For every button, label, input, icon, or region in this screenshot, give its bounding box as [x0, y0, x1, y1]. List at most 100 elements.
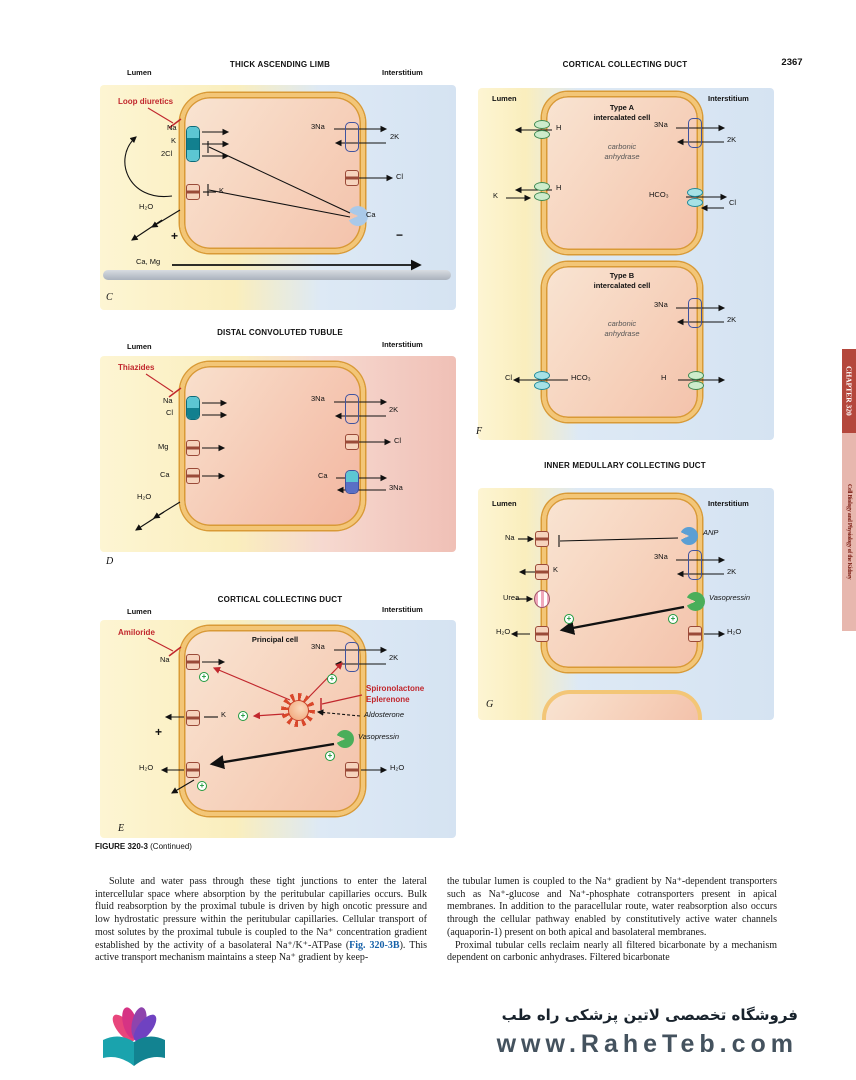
2cl-label: 2Cl: [161, 149, 173, 158]
mineralocorticoid-receptor-icon: [281, 693, 315, 727]
urea-label: Urea: [503, 593, 520, 602]
type-a-label-line1: Type A: [609, 103, 635, 112]
carbonic-anhydrase-a-line2: anhydrase: [604, 152, 640, 161]
lumen-label: Lumen: [127, 607, 152, 616]
h2o-left-label: H₂O: [496, 627, 511, 636]
ca-mg-label: Ca, Mg: [136, 257, 161, 266]
2k-label: 2K: [727, 315, 737, 324]
3na-label: 3Na: [311, 642, 325, 651]
3na-label: 3Na: [654, 552, 668, 561]
h-mid-label: H: [556, 183, 562, 192]
aldosterone-label: Aldosterone: [364, 710, 405, 719]
na-label: Na: [167, 123, 177, 132]
interstitium-charge-minus: −: [396, 228, 404, 242]
type-b-label-line1: Type B: [609, 271, 635, 280]
enac-channel-icon: [535, 531, 549, 547]
2k-label: 2K: [390, 132, 400, 141]
body-text-left-column: Solute and water pass through these tigh…: [95, 876, 427, 965]
plus-icon: [325, 751, 335, 761]
type-b-intercalated-cell: [542, 262, 702, 422]
type-a-intercalated-cell: [542, 92, 702, 254]
hco3-label: HCO₃: [649, 190, 669, 199]
lumen-label: Lumen: [127, 342, 152, 351]
h-top-label: H: [556, 123, 562, 132]
h2o-label: H₂O: [139, 202, 154, 211]
lumen-charge-plus: +: [171, 229, 179, 243]
na-label: Na: [163, 396, 173, 405]
interstitium-label: Interstitium: [382, 605, 423, 614]
chapter-title-tab: Cell Biology and Physiology of the Kidne…: [842, 433, 856, 631]
romk-channel-icon: [186, 184, 200, 200]
plus-icon: [197, 781, 207, 791]
page-number: 2367: [781, 57, 803, 68]
panel-letter-e: E: [118, 823, 125, 834]
na-ca-exchanger-icon: [345, 470, 359, 494]
k-label: K: [221, 710, 227, 719]
figure-link[interactable]: Fig. 320-3B: [349, 939, 400, 951]
k-label: K: [553, 565, 559, 574]
dct-cell: [180, 362, 365, 530]
lumen-label: Lumen: [492, 94, 517, 103]
principal-cell: [180, 626, 365, 816]
cl-apical-label: Cl: [166, 408, 174, 417]
figure-caption: FIGURE 320-3 (Continued): [95, 842, 192, 851]
panel-letter-g: G: [486, 699, 494, 710]
cl-channel-icon: [345, 434, 359, 450]
k-channel-icon: [186, 710, 200, 726]
cl-channel-icon: [345, 170, 359, 186]
cl-label: Cl: [729, 198, 737, 207]
carbonic-anhydrase-b-line1: carbonic: [607, 319, 637, 328]
carbonic-anhydrase-a-line1: carbonic: [607, 142, 637, 151]
lumen-label: Lumen: [492, 499, 517, 508]
plus-icon: [668, 614, 678, 624]
interstitium-label: Interstitium: [382, 68, 423, 77]
ca-channel-icon: [186, 468, 200, 484]
cl-lumen-label: Cl: [505, 373, 513, 382]
lumen-charge-plus: +: [155, 725, 163, 739]
na-k-atpase-pump-icon: [688, 298, 702, 328]
h2o-label: H₂O: [137, 492, 152, 501]
footer-url[interactable]: www.RaheTeb.com: [496, 1030, 798, 1058]
h-b-label: H: [661, 373, 667, 382]
h2o-left-label: H₂O: [139, 763, 154, 772]
2k-label: 2K: [727, 135, 737, 144]
enac-channel-icon: [186, 654, 200, 670]
raheteb-logo: [103, 1007, 165, 1066]
adjacent-membrane-band: [103, 270, 451, 280]
urea-transporter-icon: [534, 590, 550, 608]
type-a-label-line2: intercalated cell: [593, 113, 651, 122]
cl-label: Cl: [394, 436, 402, 445]
h-atpase-pump-icon: [534, 120, 550, 139]
body-left-text-end: ). This active transport mechanism maint…: [95, 939, 427, 964]
3na-label: 3Na: [311, 122, 325, 131]
k-label: K: [493, 191, 499, 200]
na-label: Na: [505, 533, 515, 542]
tal-cell: [180, 93, 365, 253]
vasopressin-receptor-icon: [336, 730, 354, 748]
aquaporin-channel-icon: [186, 762, 200, 778]
k-channel-icon: [535, 564, 549, 580]
body-right-paragraph-1: the tubular lumen is coupled to the Na⁺ …: [447, 876, 777, 938]
casr-ca-label: Ca: [366, 210, 376, 219]
aquaporin-channel-icon: [688, 626, 702, 642]
cl-label: Cl: [396, 172, 404, 181]
plus-icon: [564, 614, 574, 624]
ncc-cotransporter-icon: [186, 396, 200, 420]
calcium-sensing-receptor-icon: [348, 206, 368, 226]
figure-caption-continued: (Continued): [147, 842, 192, 851]
panel-letter-f: F: [476, 426, 483, 437]
loop-diuretics-label: Loop diuretics: [118, 97, 174, 106]
h2o-right-label: H₂O: [390, 763, 405, 772]
imcd-cell: [542, 494, 702, 672]
vasopressin-receptor-icon: [686, 592, 705, 611]
ncx-ca-label: Ca: [318, 471, 328, 480]
h2o-right-label: H₂O: [727, 627, 742, 636]
spironolactone-label: Spironolactone: [366, 684, 425, 693]
panel-f-title: CORTICAL COLLECTING DUCT: [562, 60, 688, 69]
nkcc2-cotransporter-icon: [186, 126, 200, 162]
plus-icon: [238, 711, 248, 721]
k-label: K: [171, 136, 177, 145]
hco3-cl-exchanger-icon: [687, 188, 703, 207]
interstitium-label: Interstitium: [382, 340, 423, 349]
na-k-atpase-pump-icon: [345, 122, 359, 152]
